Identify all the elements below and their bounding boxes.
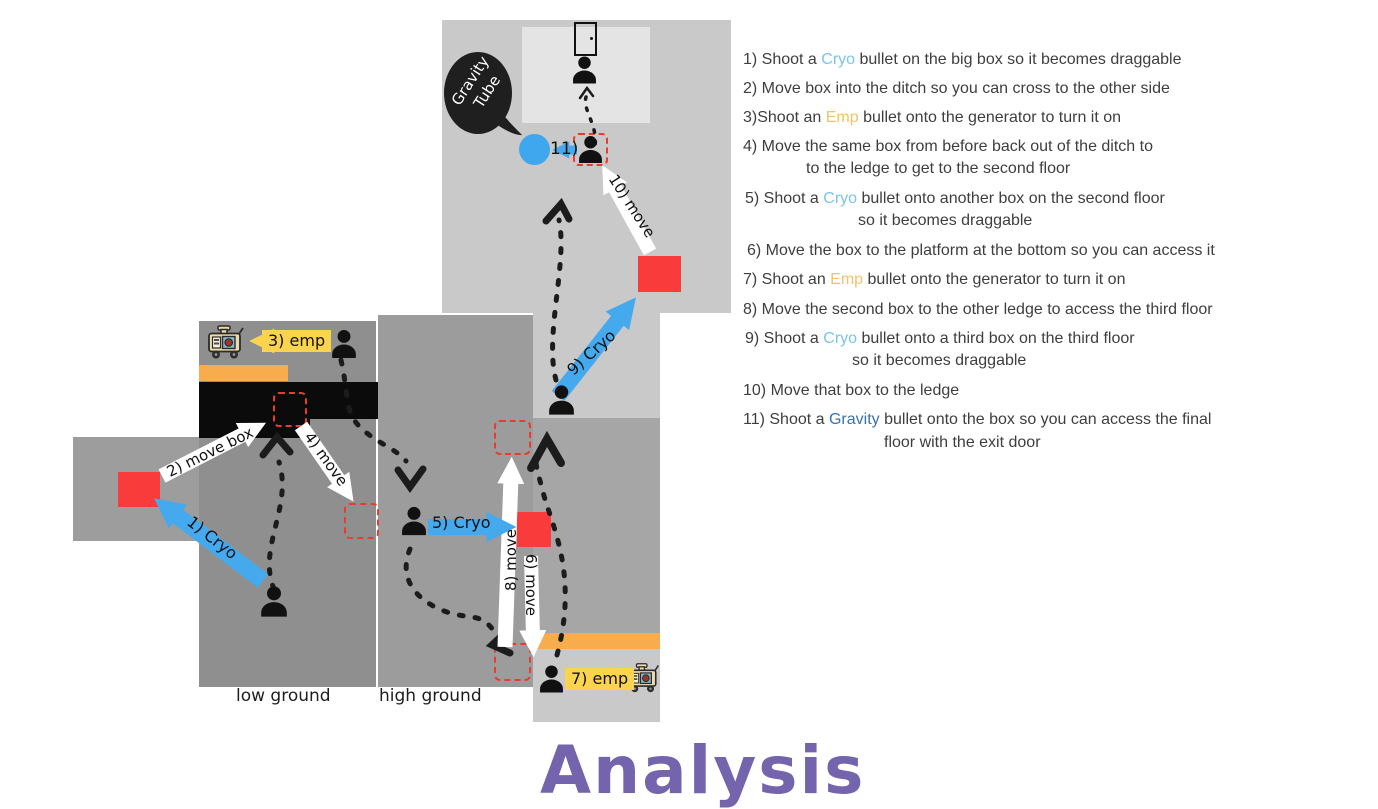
instruction-3: 3)Shoot an Emp bullet onto the generator… xyxy=(743,109,1122,126)
instruction-1: 1) Shoot a Cryo bullet on the big box so… xyxy=(743,51,1182,68)
red-box-2 xyxy=(517,512,551,547)
instruction-5b: so it becomes draggable xyxy=(858,212,1033,229)
orange-ledge-right xyxy=(533,633,660,649)
instruction-6: 6) Move the box to the platform at the b… xyxy=(747,242,1215,259)
instruction-7: 7) Shoot an Emp bullet onto the generato… xyxy=(743,271,1126,288)
player-icon-third-floor xyxy=(548,383,575,417)
gravity-tube-bubble xyxy=(444,52,522,136)
red-box-3 xyxy=(638,256,681,292)
player-icon-final-floor xyxy=(572,56,597,84)
label-arrow-5-cryo: 5) Cryo xyxy=(432,513,491,532)
label-arrow-8-move: 8) move xyxy=(502,528,521,592)
level-walkthrough-diagram: Gravity Tube xyxy=(73,20,1215,804)
label-arrow-11: 11) xyxy=(550,139,579,159)
box-slot-second-floor-bottom xyxy=(494,643,531,681)
instruction-4: 4) Move the same box from before back ou… xyxy=(743,138,1153,155)
box-slot-second-floor-top xyxy=(494,420,531,455)
platform-second-floor xyxy=(533,418,660,633)
instruction-2: 2) Move box into the ditch so you can cr… xyxy=(743,80,1170,97)
box-slot-ditch xyxy=(273,392,307,427)
generator-icon-1 xyxy=(206,324,246,360)
player-icon-low-ground xyxy=(260,586,288,617)
orange-ledge-left xyxy=(199,365,288,381)
label-high-ground: high ground xyxy=(379,686,482,706)
instruction-4b: to the ledge to get to the second floor xyxy=(806,160,1071,177)
instruction-9b: so it becomes draggable xyxy=(852,352,1027,369)
box-slot-ledge xyxy=(344,503,379,539)
player-icon-step-11 xyxy=(578,136,603,163)
page-title-partial: Analysis xyxy=(540,732,866,809)
instruction-11b: floor with the exit door xyxy=(884,434,1041,451)
player-icon-high-ground xyxy=(401,506,427,536)
platform-high-ground xyxy=(378,315,533,687)
label-arrow-3-emp: 3) emp xyxy=(262,330,332,352)
instruction-5: 5) Shoot a Cryo bullet onto another box … xyxy=(745,190,1165,207)
player-icon-generator-2 xyxy=(539,664,564,694)
door-knob xyxy=(590,37,593,40)
instruction-10: 10) Move that box to the ledge xyxy=(743,382,960,399)
exit-door-icon xyxy=(574,22,597,56)
instruction-11: 11) Shoot a Gravity bullet onto the box … xyxy=(743,411,1212,428)
label-arrow-6-move: 6) move xyxy=(522,553,541,617)
label-low-ground: low ground xyxy=(236,686,331,706)
instruction-9: 9) Shoot a Cryo bullet onto a third box … xyxy=(745,330,1135,347)
instruction-8: 8) Move the second box to the other ledg… xyxy=(743,301,1213,318)
label-arrow-7-emp: 7) emp xyxy=(565,668,635,690)
gravity-bullet-icon xyxy=(519,134,550,165)
player-icon-generator-1 xyxy=(331,330,357,358)
red-box-1 xyxy=(118,472,160,507)
